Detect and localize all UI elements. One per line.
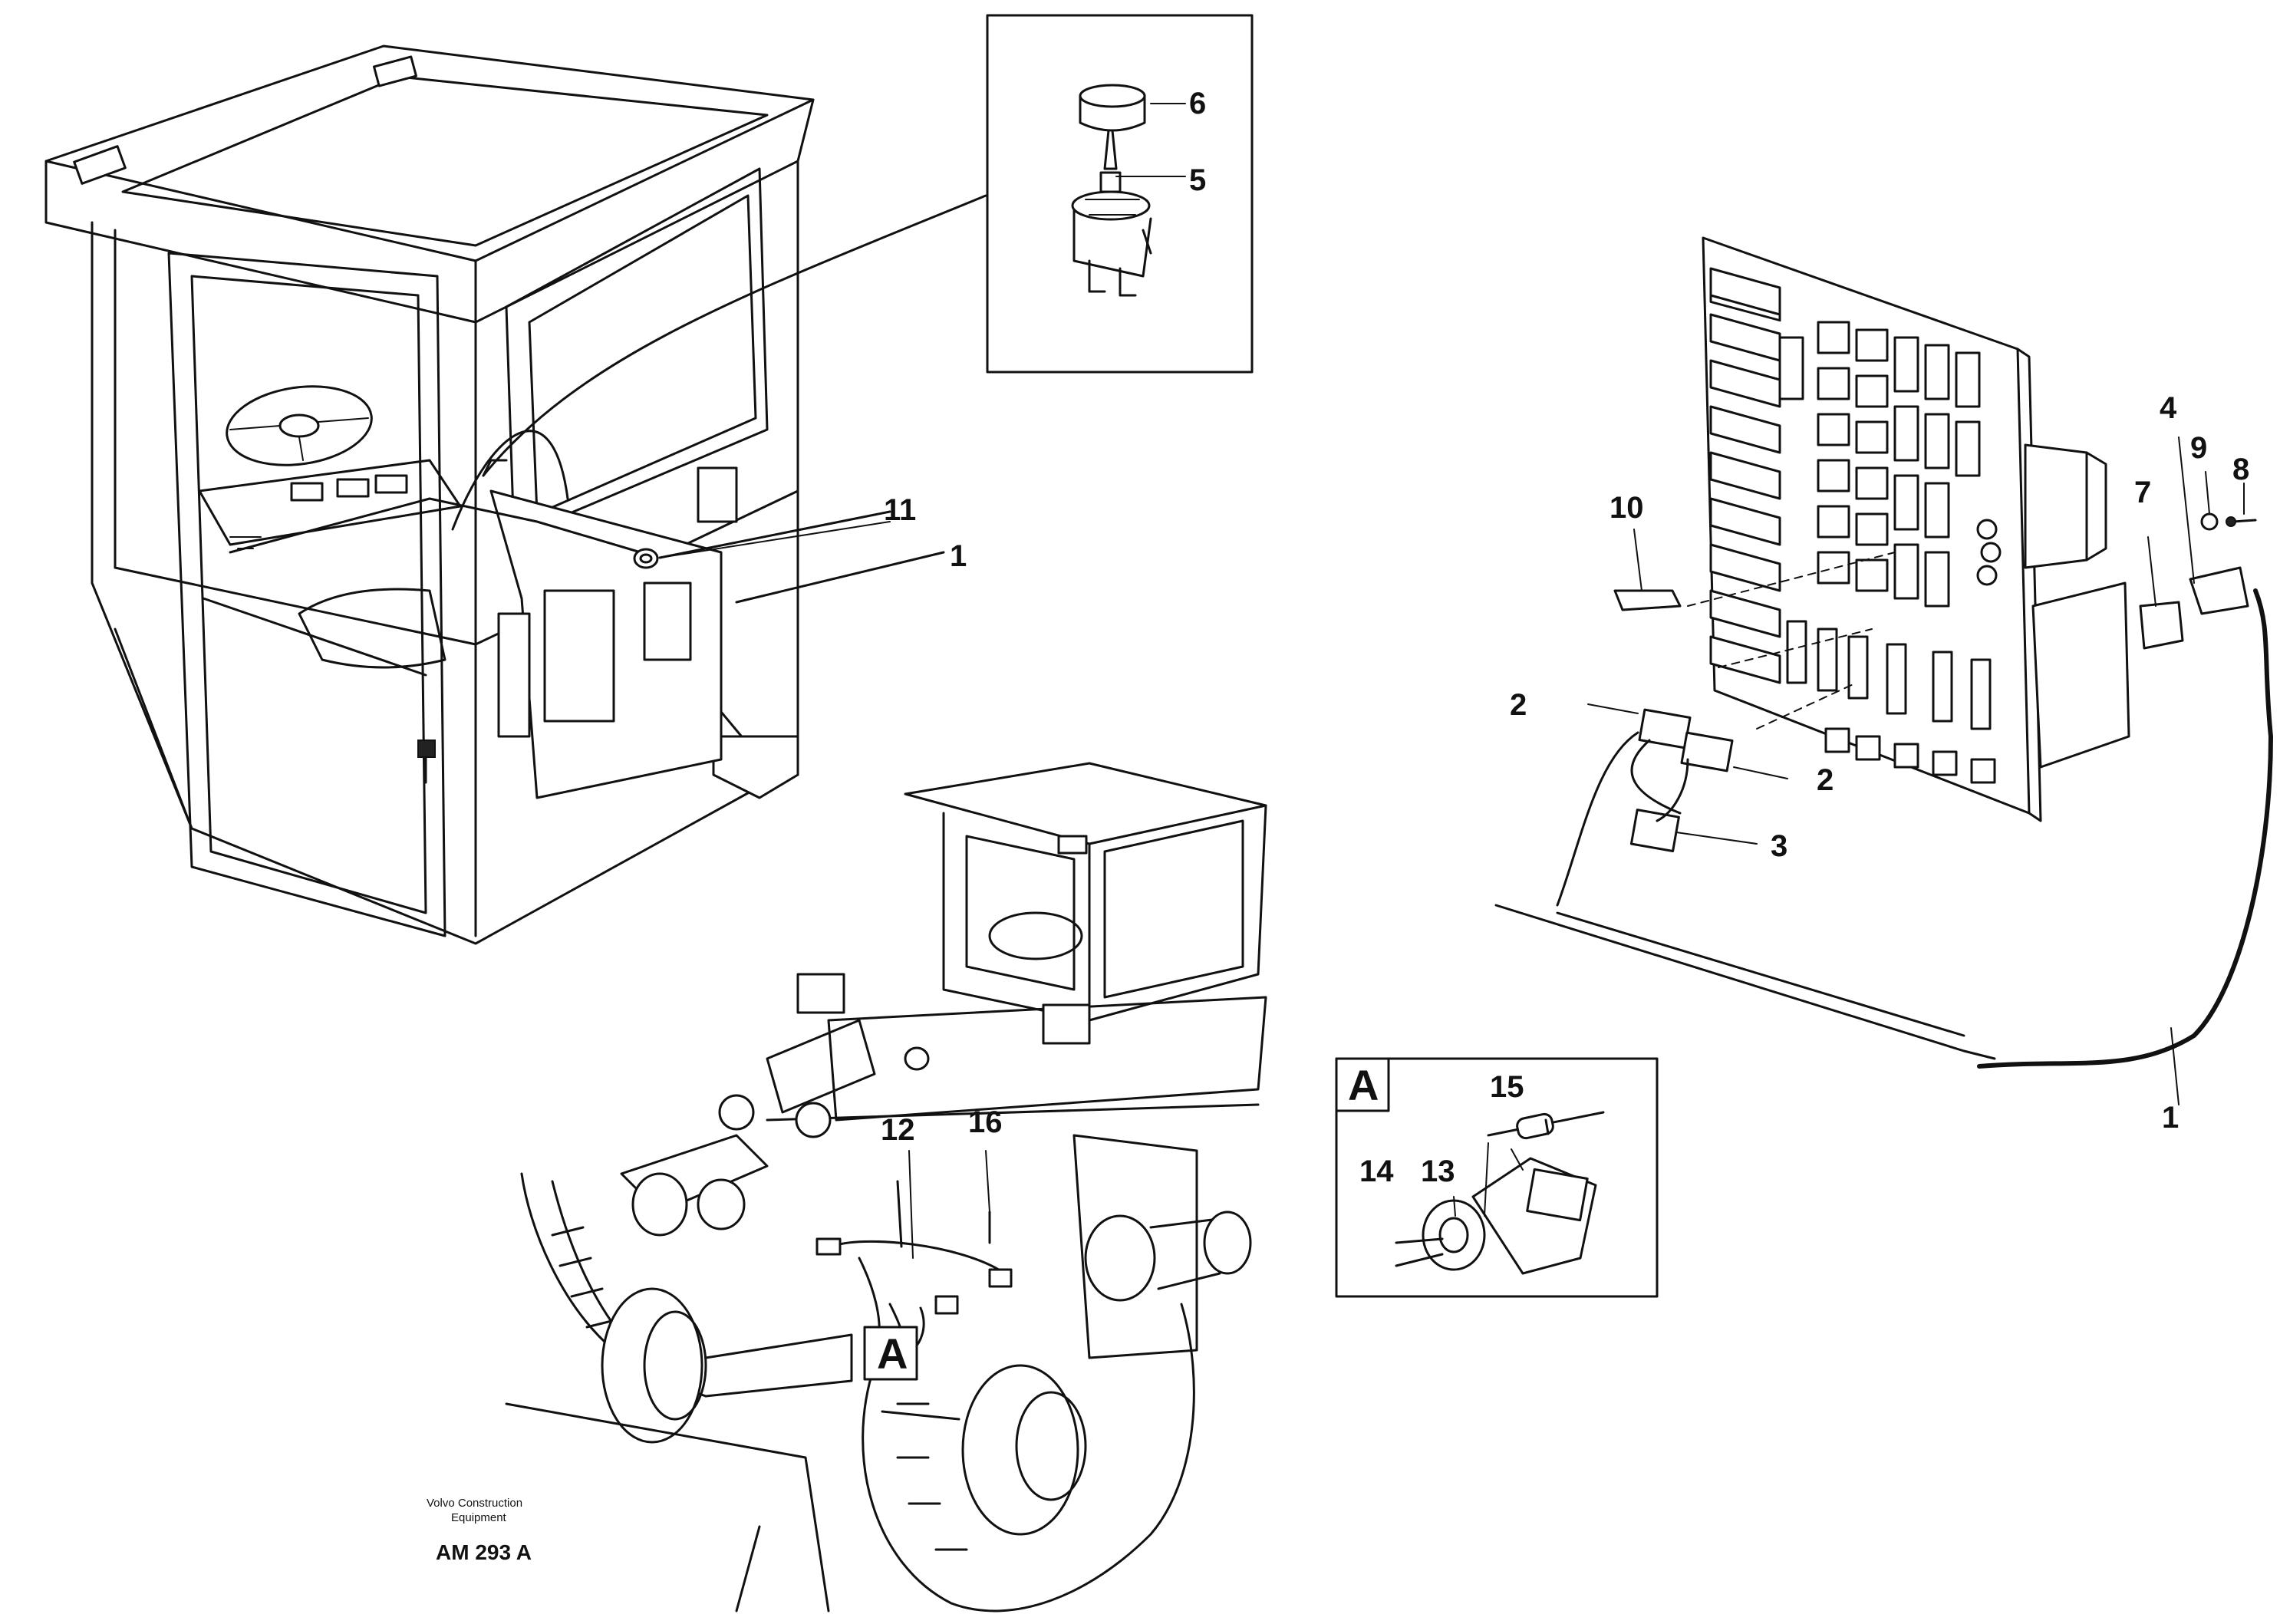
leader-lines xyxy=(659,103,2245,1259)
footer-credits: Volvo Construction Equipment AM 293 A xyxy=(427,1497,532,1564)
callout-2-left: 2 xyxy=(1510,688,1527,722)
callout-2-right: 2 xyxy=(1817,763,1834,797)
callout-13: 13 xyxy=(1421,1155,1455,1188)
wheel-loader-illustration xyxy=(505,762,1267,1612)
switch-detail-inset xyxy=(986,14,1254,374)
detail-a-marker-inset: A xyxy=(1348,1061,1379,1109)
callout-16: 16 xyxy=(968,1105,1003,1139)
callout-3: 3 xyxy=(1771,829,1787,863)
callout-4: 4 xyxy=(2160,391,2177,425)
callout-12: 12 xyxy=(881,1113,915,1147)
detail-a-marker-axle: A xyxy=(877,1329,908,1378)
callout-8: 8 xyxy=(2232,453,2249,486)
callout-1-harness: 1 xyxy=(2162,1101,2179,1135)
callout-1-cab: 1 xyxy=(950,539,967,573)
callout-9: 9 xyxy=(2190,431,2207,465)
callout-6: 6 xyxy=(1189,87,1206,120)
callout-10: 10 xyxy=(1610,491,1644,525)
callout-14: 14 xyxy=(1359,1155,1394,1188)
callout-11: 11 xyxy=(884,493,916,527)
drawing-code: AM 293 A xyxy=(436,1540,532,1564)
brand-line-1: Volvo Construction xyxy=(427,1497,522,1510)
callout-5: 5 xyxy=(1189,163,1206,197)
callout-15: 15 xyxy=(1490,1070,1524,1104)
detail-a-inset xyxy=(1335,1057,1659,1298)
electrical-distribution-board xyxy=(1494,236,2273,1069)
operator-cab-illustration xyxy=(44,44,987,945)
brand-line-2: Equipment xyxy=(451,1511,507,1524)
callout-7: 7 xyxy=(2134,476,2151,509)
callout-labels: 6 5 11 1 10 7 4 9 8 2 2 3 1 12 16 15 14 … xyxy=(877,87,2249,1378)
